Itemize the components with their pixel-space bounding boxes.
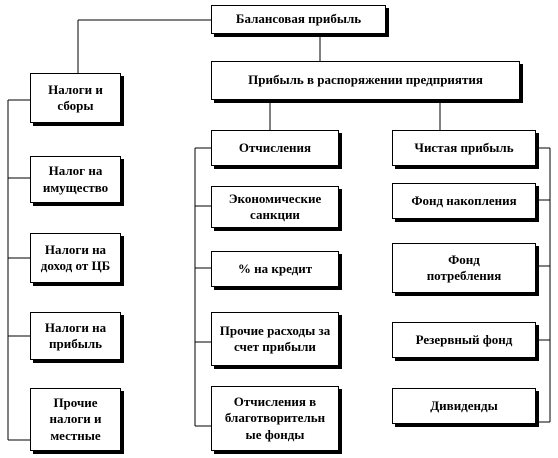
node-economic-sanctions: Экономические санкции bbox=[211, 186, 339, 228]
node-deductions: Отчисления bbox=[211, 130, 339, 166]
node-consumption-fund: Фонд потребления bbox=[392, 243, 536, 293]
node-profit-tax: Налоги на прибыль bbox=[30, 312, 121, 360]
node-securities-income-tax: Налоги на доход от ЦБ bbox=[30, 233, 121, 283]
node-dividends: Дивиденды bbox=[392, 388, 536, 424]
node-reserve-fund: Резервный фонд bbox=[392, 322, 536, 358]
node-property-tax: Налог на имущество bbox=[30, 156, 121, 203]
node-other-expenses: Прочие расходы за счет прибыли bbox=[211, 312, 339, 366]
node-taxes-and-fees: Налоги и сборы bbox=[30, 73, 121, 123]
node-profit-at-disposal: Прибыль в распоряжении предприятия bbox=[211, 61, 520, 100]
node-accumulation-fund: Фонд накопления bbox=[392, 183, 536, 219]
node-loan-interest: % на кредит bbox=[211, 251, 339, 287]
node-charity-deductions: Отчисления в благотворительн ые фонды bbox=[211, 386, 339, 451]
node-net-profit: Чистая прибыль bbox=[392, 130, 536, 166]
node-other-local-taxes: Прочие налоги и местные bbox=[30, 388, 121, 451]
node-balance-profit: Балансовая прибыль bbox=[211, 5, 386, 34]
